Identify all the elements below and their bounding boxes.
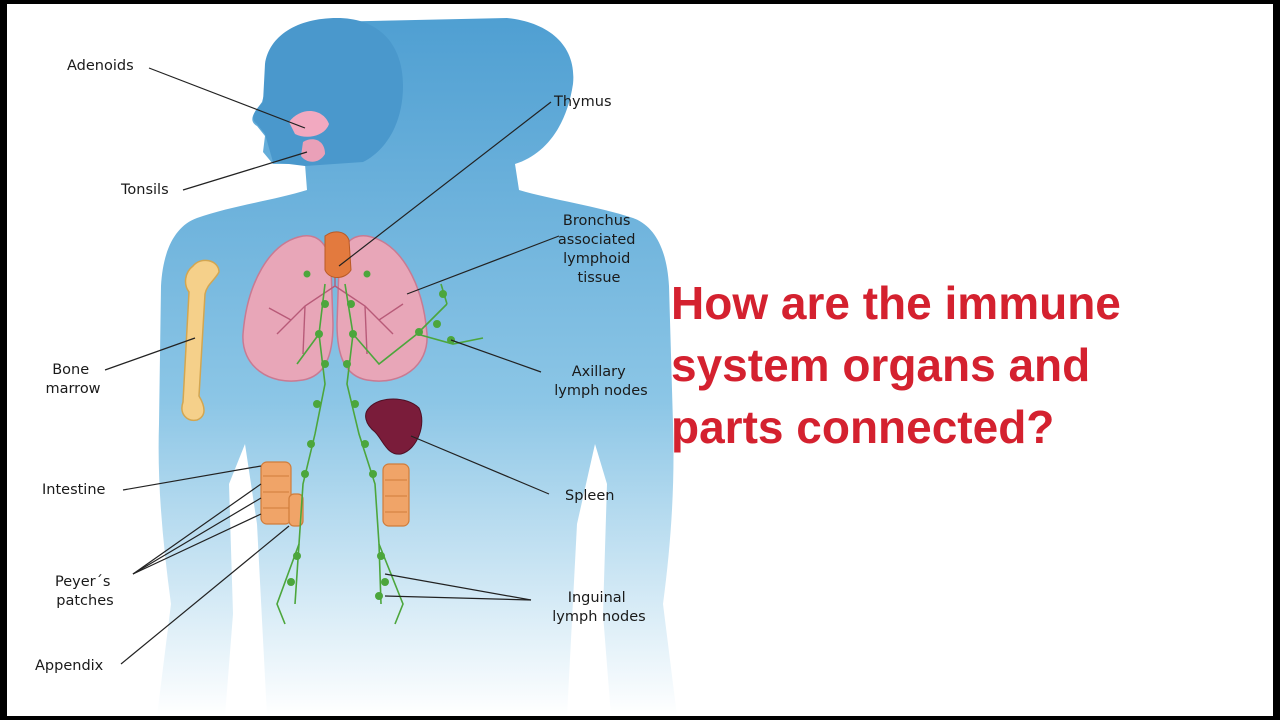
bone-marrow-bone <box>181 259 220 422</box>
headline-line-3: parts connected? <box>671 401 1055 453</box>
label-inguinal-lymph-nodes: Inguinal lymph nodes <box>552 590 645 625</box>
intestine-folds <box>263 475 407 513</box>
leader-lines <box>104 67 560 665</box>
label-intestine: Intestine <box>42 482 106 498</box>
slide: Adenoids Tonsils Thymus Bronchus associa… <box>7 4 1273 716</box>
label-bronchus-tissue: Bronchus associated lymphoid tissue <box>558 213 640 286</box>
bronchi <box>268 266 404 355</box>
immune-system-diagram: Adenoids Tonsils Thymus Bronchus associa… <box>35 18 677 716</box>
spleen-organ <box>365 398 423 455</box>
label-axillary-lymph-nodes: Axillary lymph nodes <box>554 364 647 399</box>
label-thymus: Thymus <box>553 94 612 110</box>
label-peyers-patches: Peyer´s patches <box>55 574 115 609</box>
label-tonsils: Tonsils <box>120 182 169 198</box>
headline-line-1: How are the immune <box>671 277 1121 329</box>
body-silhouette <box>157 18 677 716</box>
headline: How are the immune system organs and par… <box>671 272 1261 458</box>
headline-line-2: system organs and <box>671 339 1091 391</box>
label-bone-marrow: Bone marrow <box>45 362 100 397</box>
label-spleen: Spleen <box>565 488 614 504</box>
lymph-nodes <box>287 270 455 600</box>
tonsils-organ <box>301 139 325 162</box>
thymus-organ <box>324 231 352 278</box>
adenoids-organ <box>289 110 329 137</box>
label-appendix: Appendix <box>35 658 104 674</box>
label-adenoids: Adenoids <box>67 58 134 74</box>
head <box>253 18 403 166</box>
